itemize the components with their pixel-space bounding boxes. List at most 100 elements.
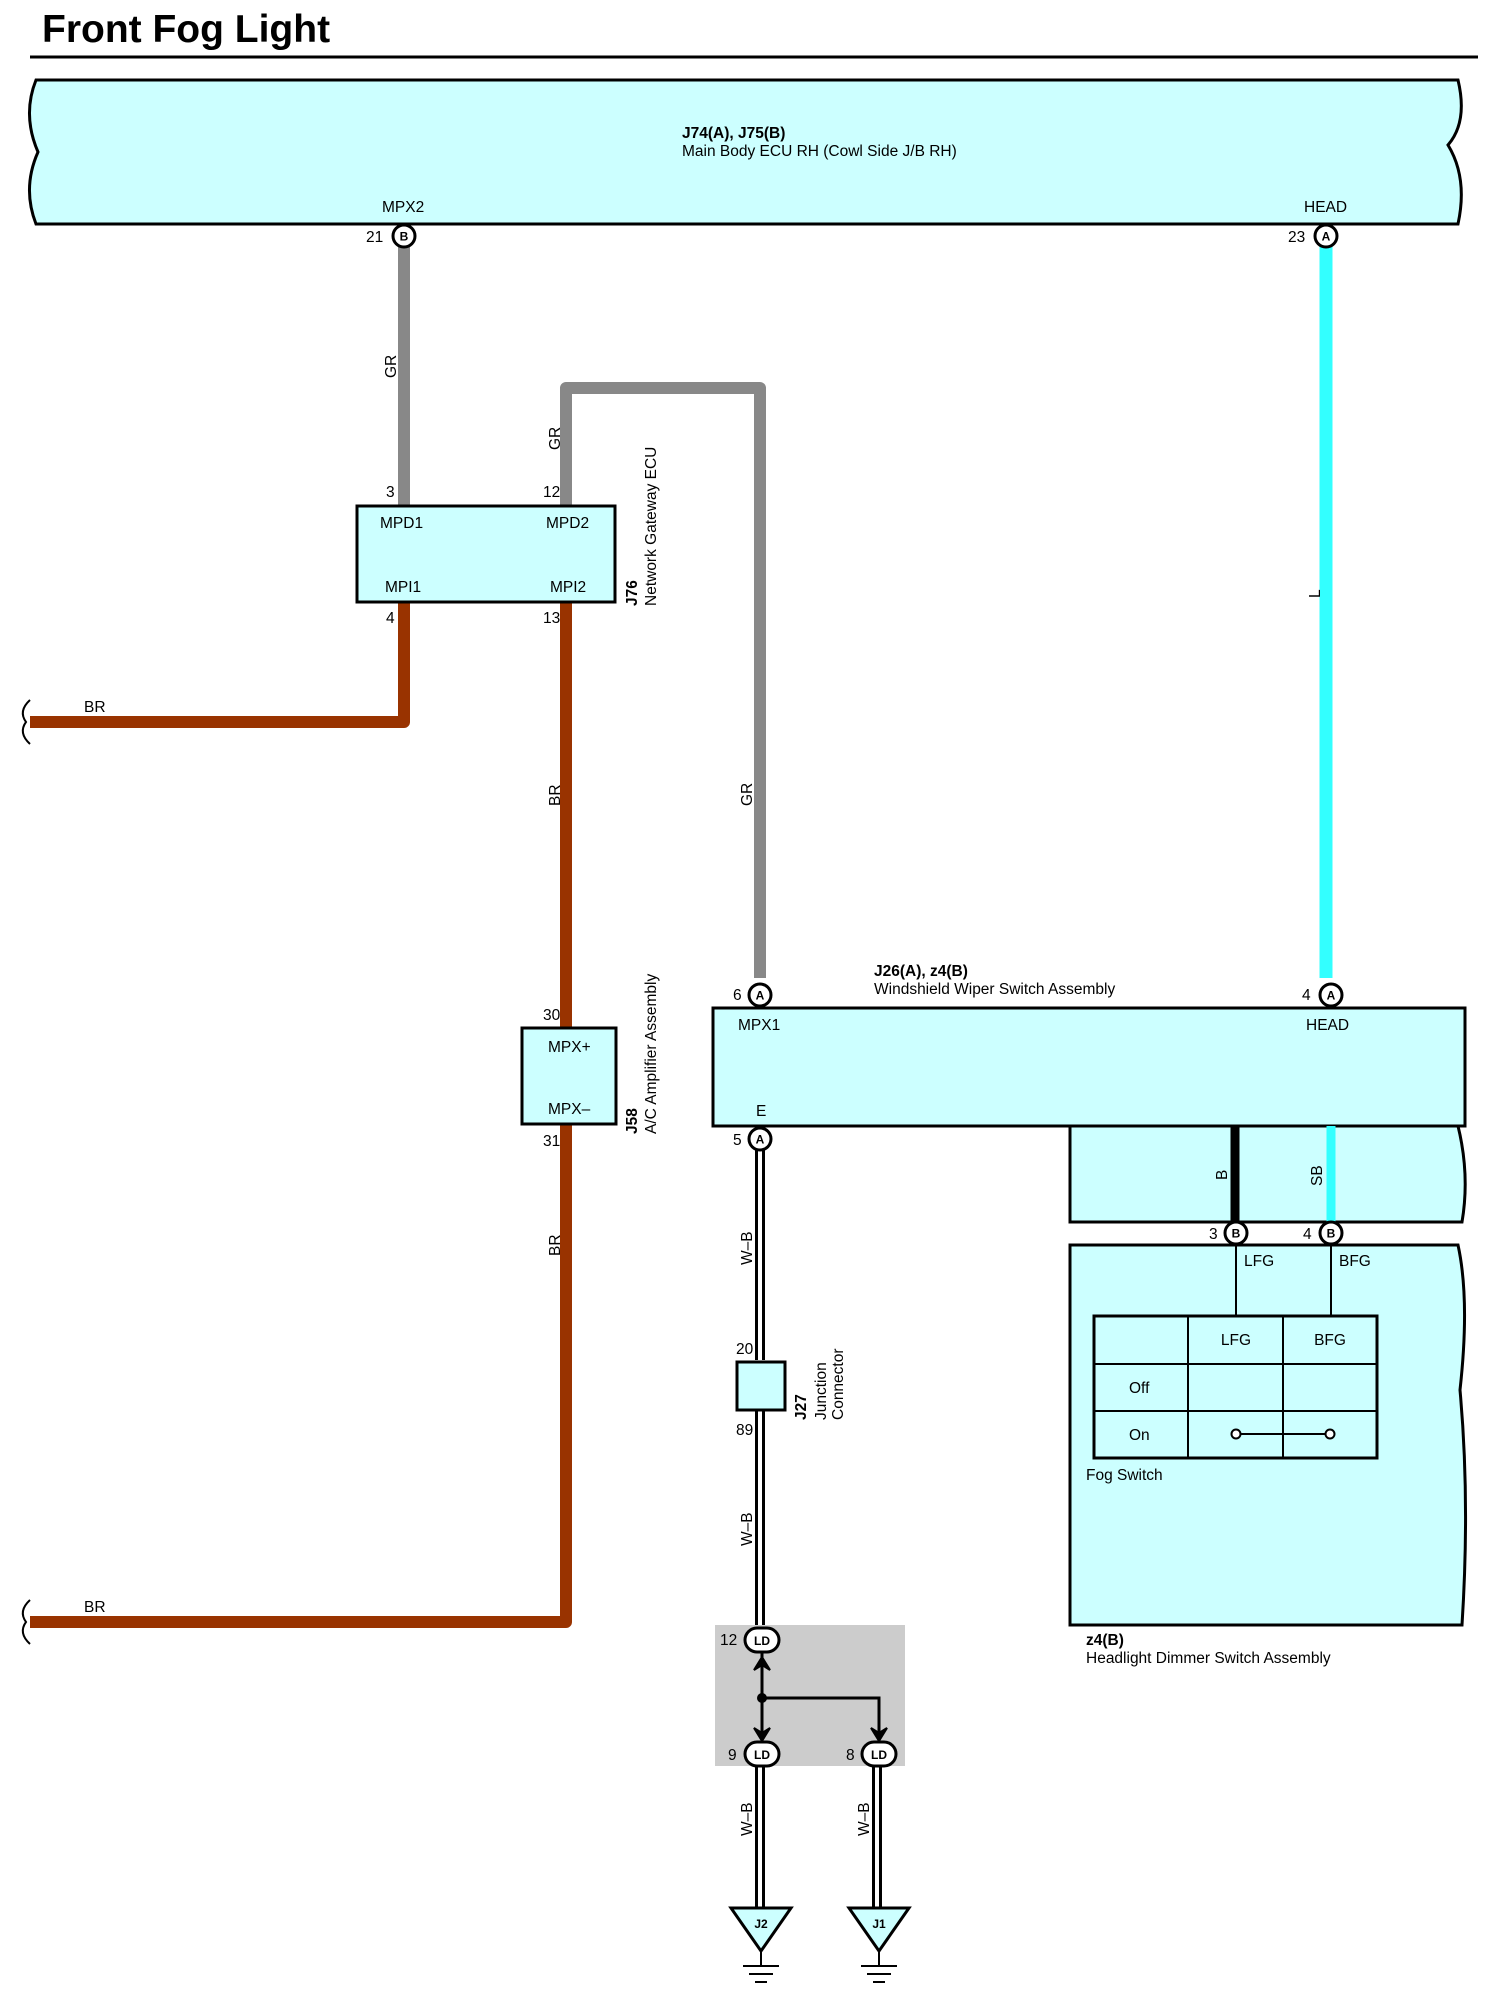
dimmer-pin-lfg: 3 [1209,1226,1218,1243]
j27-pin-top: 20 [736,1341,754,1358]
gw-term-mpi1: MPI1 [385,579,421,596]
j27-name-line2: Connector [830,1348,847,1420]
ac-pin-plus: 30 [543,1007,561,1024]
wire-label-gr-top: GR [383,355,400,378]
j27-name-line1: Junction [813,1362,830,1420]
wire-break-bottom [21,1599,31,1645]
wiper-conn-mpx1 [747,982,773,1008]
ld-conn-right [860,1740,898,1768]
main-body-ecu-name: Main Body ECU RH (Cowl Side J/B RH) [682,143,957,160]
wire-label-br-vertical-1: BR [547,784,564,806]
ld-pin-right: 8 [846,1747,855,1764]
wiper-conn-e-code: A [756,1133,765,1147]
fog-switch-on-connection [1230,1428,1336,1440]
j27-code: J27 [793,1394,810,1420]
ld-conn-top [743,1626,781,1654]
wiper-conn-e [747,1126,773,1152]
gw-pin-mpd2: 12 [543,484,560,501]
fog-switch-label: Fog Switch [1086,1467,1163,1484]
wiper-conn-head-code: A [1327,989,1336,1003]
ld-arrow-left [753,1727,771,1743]
fog-table-col-lfg: LFG [1221,1332,1251,1349]
fog-table-row-on: On [1129,1427,1150,1444]
wiper-pin-head: 4 [1302,987,1311,1004]
wire-label-l: L [1307,589,1324,598]
ecu-conn-head-code: A [1322,230,1331,244]
ld-conn-top-code: LD [754,1634,770,1648]
gw-term-mpd2: MPD2 [546,515,589,532]
wiper-term-mpx1: MPX1 [738,1017,780,1034]
main-body-ecu [27,78,1463,226]
wire-label-wb-3: W–B [739,1802,756,1836]
wiper-conn-head [1318,982,1344,1008]
ac-term-minus: MPX– [548,1101,591,1118]
fog-table-row-off: Off [1129,1380,1150,1397]
wiper-pin-e: 5 [733,1132,742,1149]
wiper-name: Windshield Wiper Switch Assembly [874,981,1115,998]
ld-pin-left: 9 [728,1747,737,1764]
network-gateway-ecu [355,504,617,604]
dimmer-term-bfg: BFG [1339,1253,1371,1270]
ecu-term-head: HEAD [1304,199,1347,216]
ld-conn-right-code: LD [871,1748,887,1762]
wiper-pin-mpx1: 6 [733,987,742,1004]
wiper-term-e: E [756,1103,766,1120]
dimmer-term-lfg: LFG [1244,1253,1274,1270]
ac-name: A/C Amplifier Assembly [643,974,660,1134]
ld-splice-node [757,1693,767,1703]
gw-pin-mpi1: 4 [386,610,395,627]
wiper-code: J26(A), z4(B) [874,963,968,980]
wire-label-gr-loop: GR [547,427,564,450]
dimmer-conn-bfg-code: B [1327,1227,1336,1241]
wire-label-br-left-top: BR [84,699,106,716]
wire-label-gr-down: GR [739,783,756,806]
ecu-term-mpx2: MPX2 [382,199,424,216]
fog-table-col-bfg: BFG [1314,1332,1346,1349]
gw-pin-mpi2: 13 [543,610,560,627]
ecu-conn-head [1313,223,1339,249]
ecu-conn-mpx2-code: B [400,230,409,244]
wire-br-mpx-minus [30,1124,572,1628]
ld-conn-left [743,1740,781,1768]
ecu-pin-mpx2: 21 [366,229,383,246]
wire-label-wb-4: W–B [856,1802,873,1836]
wire-label-br-vertical-2: BR [547,1234,564,1256]
ld-arrow-right [870,1727,888,1743]
gw-code: J76 [624,580,641,606]
ac-code: J58 [624,1108,641,1134]
wire-label-wb-1: W–B [739,1231,756,1265]
dimmer-conn-lfg-code: B [1232,1227,1241,1241]
gw-term-mpd1: MPD1 [380,515,423,532]
ld-splice-branch [762,1696,881,1742]
dimmer-name: Headlight Dimmer Switch Assembly [1086,1650,1331,1667]
ld-conn-left-code: LD [754,1748,770,1762]
gw-term-mpi2: MPI2 [550,579,586,596]
junction-connector-j27 [735,1360,787,1412]
wire-label-wb-2: W–B [739,1512,756,1546]
wiper-term-head: HEAD [1306,1017,1349,1034]
wire-label-sb: SB [1309,1165,1326,1186]
ac-amplifier [520,1026,618,1126]
ground-label-j2: J2 [754,1917,768,1931]
ground-label-j1: J1 [872,1917,886,1931]
gw-pin-mpd1: 3 [386,484,395,501]
j27-pin-bottom: 89 [736,1422,753,1439]
wire-label-br-left-bottom: BR [84,1599,106,1616]
ground-symbol-j1 [846,1906,912,1983]
wiper-conn-mpx1-code: A [756,989,765,1003]
wire-label-b: B [1214,1170,1231,1180]
dimmer-code: z4(B) [1086,1632,1124,1649]
ground-symbol-j2 [728,1906,794,1983]
gw-name: Network Gateway ECU [643,447,660,606]
wiper-switch-extension [1068,1124,1467,1224]
ecu-conn-mpx2 [391,223,417,249]
ac-term-plus: MPX+ [548,1039,591,1056]
page-title: Front Fog Light [42,8,330,51]
wire-gr-mpd2 [560,382,766,978]
ecu-pin-head: 23 [1288,229,1305,246]
main-body-ecu-code: J74(A), J75(B) [682,125,785,142]
windshield-wiper-switch [711,1006,1467,1128]
ld-arrow-top [753,1655,771,1671]
ac-pin-minus: 31 [543,1133,560,1150]
